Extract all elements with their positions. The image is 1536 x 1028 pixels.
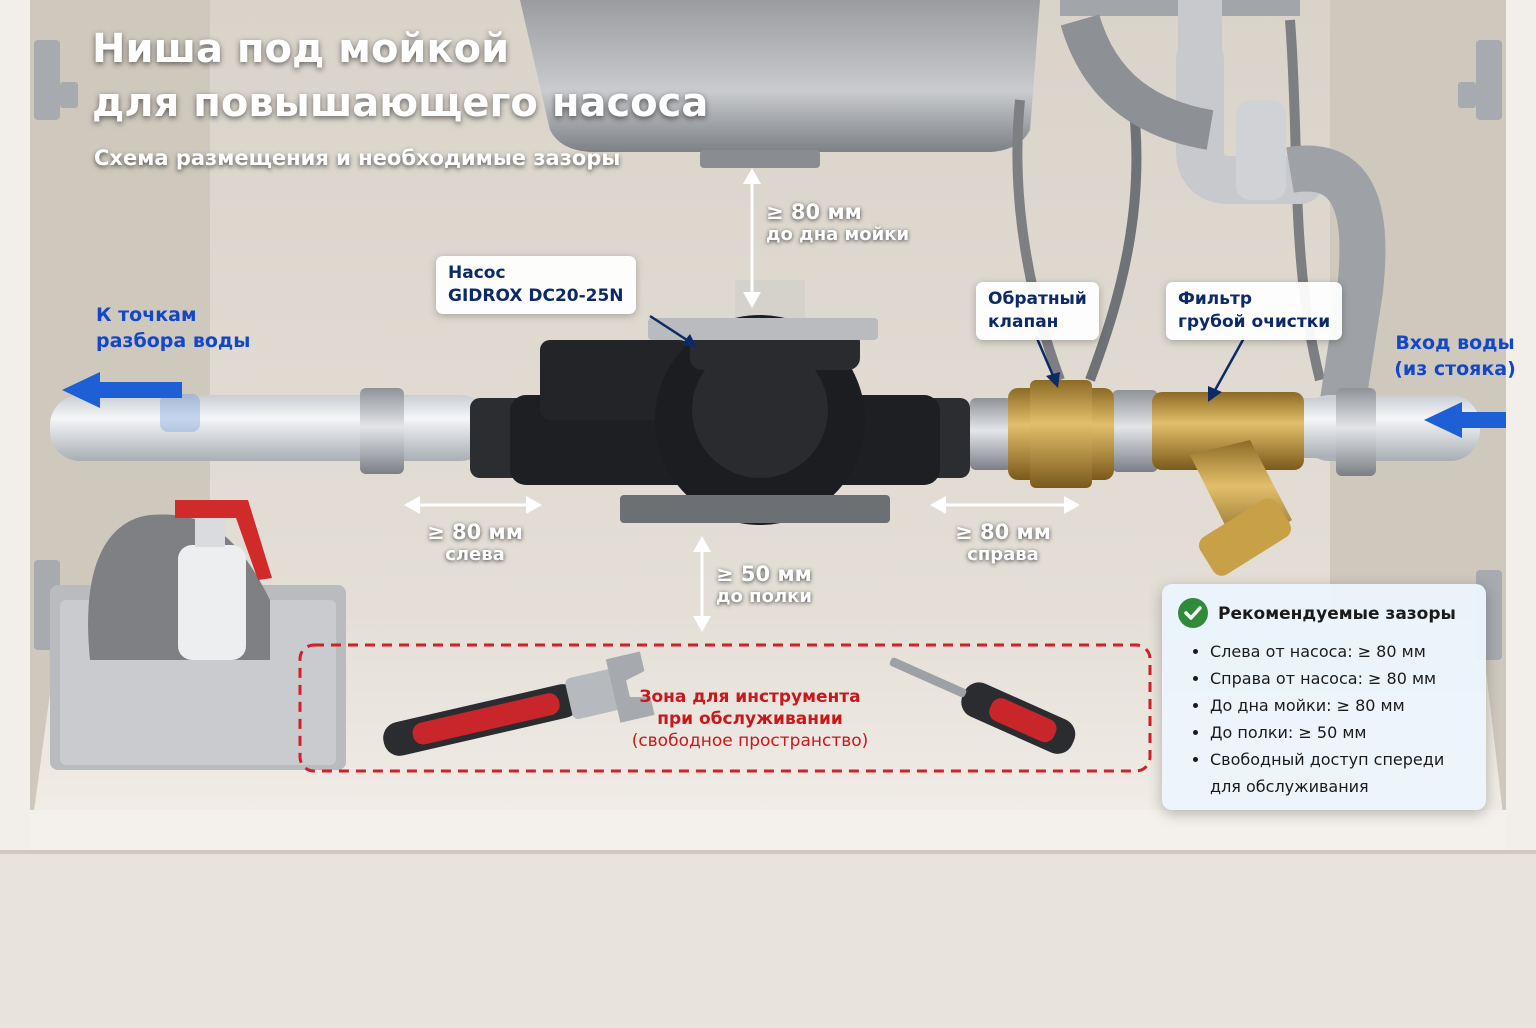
pump-body (470, 315, 970, 525)
pump-label-line-2: GIDROX DC20-25N (448, 286, 624, 306)
outlet-label-line-1: К точкам (96, 304, 197, 326)
tool-zone-line-3: (свободное пространство) (631, 731, 869, 751)
check-valve-label-line-2: клапан (988, 312, 1059, 332)
pump-label: Насос GIDROX DC20-25N (436, 256, 636, 314)
outlet-label: К точкам разбора воды (96, 302, 250, 354)
clearance-top-value: ≥ 80 мм (766, 200, 862, 224)
filter-label-line-2: грубой очистки (1178, 312, 1331, 332)
flow-arrows (62, 372, 1506, 438)
clearance-left-note: слева (445, 544, 505, 565)
outlet-label-line-2: разбора воды (96, 330, 251, 352)
filter-label: Фильтр грубой очистки (1166, 282, 1343, 340)
pump-label-line-1: Насос (448, 263, 506, 283)
list-item: До дна мойки: ≥ 80 мм (1210, 692, 1444, 719)
inlet-label: Вход воды (из стояка) (1382, 330, 1528, 382)
clearance-left-value: ≥ 80 мм (427, 520, 523, 544)
check-circle-icon (1178, 598, 1208, 628)
tool-zone-line-1: Зона для инструмента (639, 687, 861, 707)
title-line-1: Ниша под мойкой (92, 26, 510, 72)
tool-zone-line-2: при обслуживании (657, 709, 843, 729)
list-item: Свободный доступ спереди (1210, 746, 1444, 773)
panel-heading: Рекомендуемые зазоры (1218, 604, 1456, 624)
clearance-right-value: ≥ 80 мм (955, 520, 1051, 544)
list-item: Слева от насоса: ≥ 80 мм (1210, 638, 1444, 665)
inlet-label-line-2: (из стояка) (1394, 358, 1516, 380)
tool-zone-label: Зона для инструмента при обслуживании (с… (600, 686, 900, 752)
check-valve-label: Обратный клапан (976, 282, 1099, 340)
clearance-bottom-note: до полки (716, 586, 812, 607)
page-title: Ниша под мойкой для повышающего насоса (92, 22, 708, 130)
clearance-top-note: до дна мойки (766, 224, 910, 245)
list-item: для обслуживания (1210, 777, 1369, 796)
clearance-right-note: справа (967, 544, 1039, 565)
list-item: До полки: ≥ 50 мм (1210, 719, 1444, 746)
title-line-2: для повышающего насоса (92, 80, 709, 126)
recommendations-panel: Рекомендуемые зазоры Слева от насоса: ≥ … (1162, 584, 1486, 810)
inlet-label-line-1: Вход воды (1395, 332, 1515, 354)
list-item: Справа от насоса: ≥ 80 мм (1210, 665, 1444, 692)
clearance-top-label: ≥ 80 мм до дна мойки (766, 200, 909, 245)
clearance-bottom-value: ≥ 50 мм (716, 562, 812, 586)
clearance-right-label: ≥ 80 мм справа (948, 520, 1058, 565)
clearance-bottom-label: ≥ 50 мм до полки (716, 562, 812, 607)
filter-label-line-1: Фильтр (1178, 289, 1252, 309)
check-valve-label-line-1: Обратный (988, 289, 1087, 309)
clearance-left-label: ≥ 80 мм слева (420, 520, 530, 565)
clearance-list: Слева от насоса: ≥ 80 мм Справа от насос… (1190, 638, 1444, 800)
page-subtitle: Схема размещения и необходимые зазоры (94, 146, 621, 170)
